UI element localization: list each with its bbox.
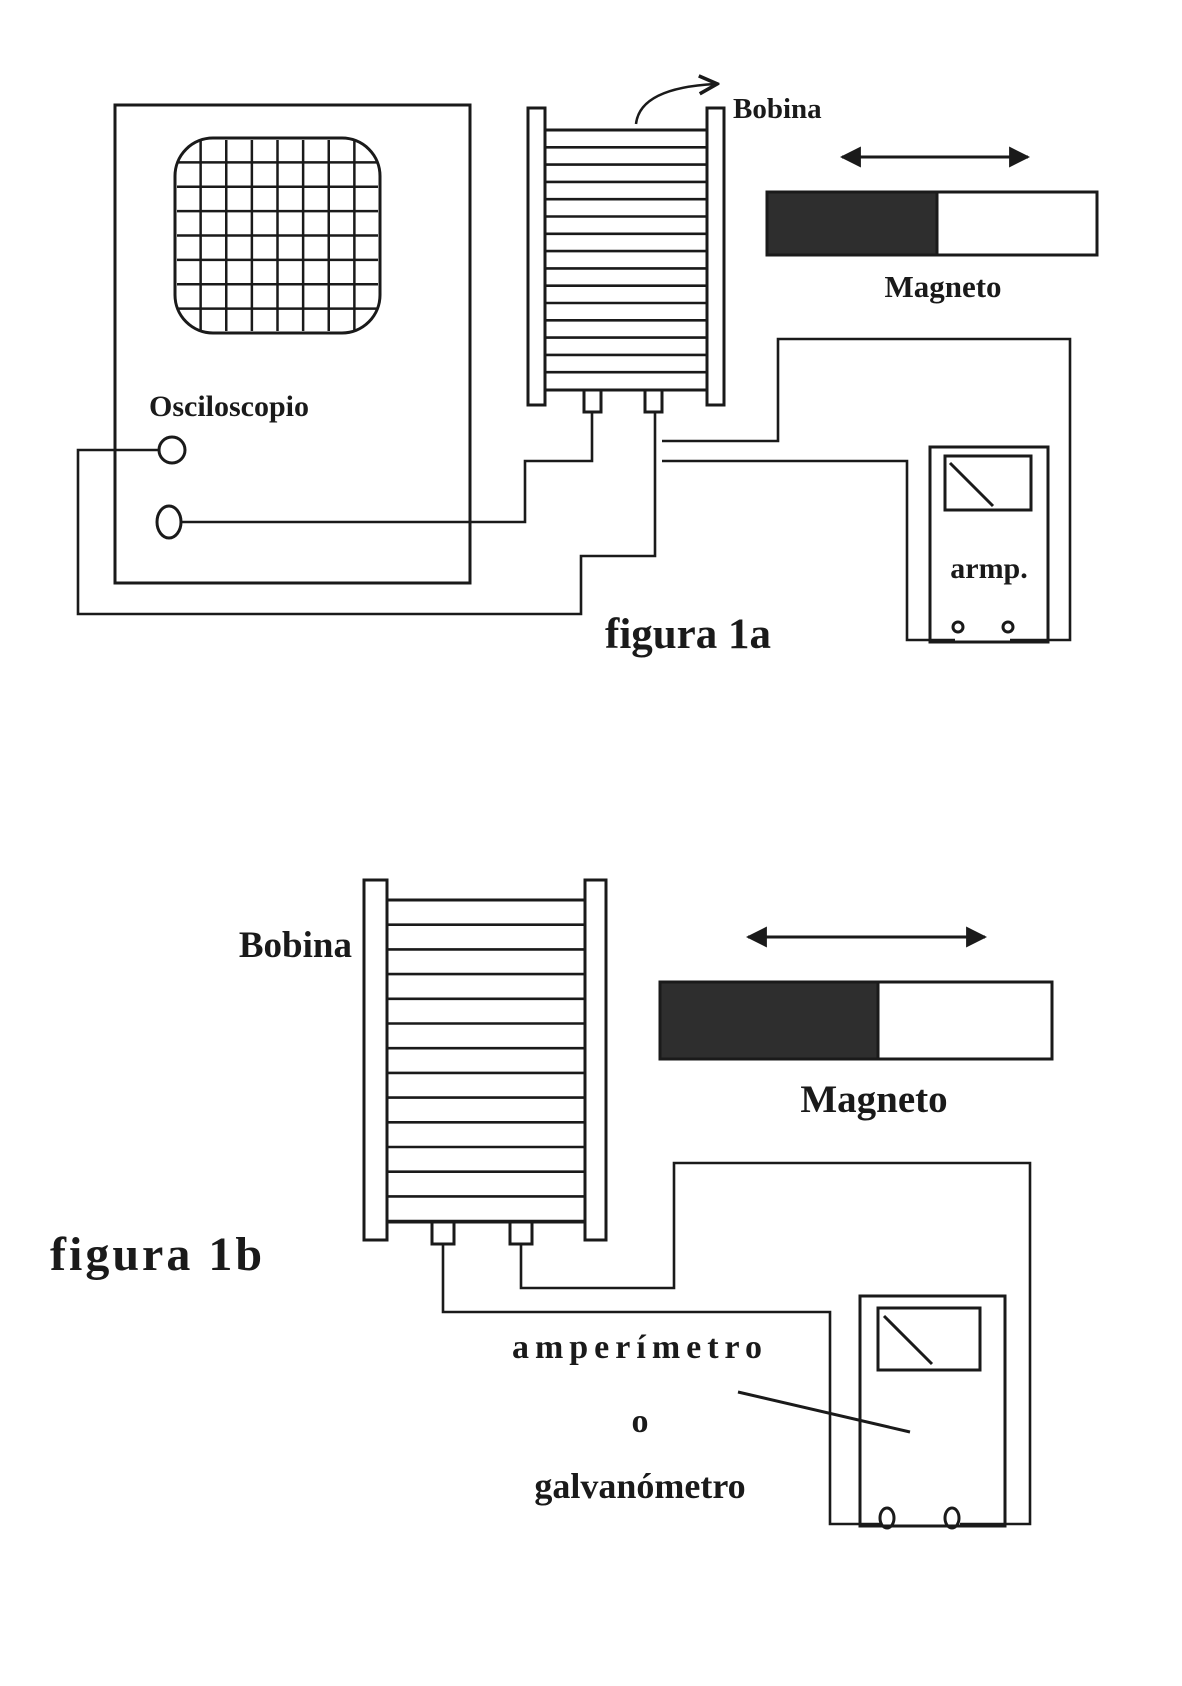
coil-windings xyxy=(387,923,585,1223)
magnet-1b xyxy=(658,926,1054,1061)
coil-windings xyxy=(545,146,707,374)
ammeter-terminal-left xyxy=(951,620,965,634)
coil-1b xyxy=(362,878,608,1246)
caption-1a: figura 1a xyxy=(605,611,771,658)
wires-1a xyxy=(76,337,1072,642)
wire-coil-to-ammeter-left xyxy=(662,459,955,642)
galvanometer-terminal-left xyxy=(878,1506,896,1530)
coil-flange-left xyxy=(362,878,389,1242)
ammeter-1a xyxy=(928,445,1050,644)
oscilloscope-label: Osciloscopio xyxy=(149,390,309,423)
magnet-dark-pole xyxy=(765,190,939,257)
oscilloscope xyxy=(113,103,472,585)
wire-coil-left-to-meter xyxy=(441,1244,880,1526)
coil-label-1b: Bobina xyxy=(239,925,352,966)
wire-coil-to-ammeter-right xyxy=(662,337,1072,642)
wire-coil-right-to-meter xyxy=(519,1161,1032,1526)
coil-flange-right xyxy=(583,878,608,1242)
wires-1b xyxy=(441,1161,1032,1526)
galvanometer-1b xyxy=(737,1294,1007,1530)
oscilloscope-terminal-top xyxy=(157,435,187,465)
galvanometer-body xyxy=(858,1294,1007,1528)
magnet-light-pole xyxy=(935,190,1099,257)
meter-label-line1: amperímetro xyxy=(512,1329,768,1366)
galvanometer-needle xyxy=(882,1314,934,1366)
coil-pointer-arrow xyxy=(634,84,715,125)
meter-label-line2: o xyxy=(632,1403,649,1440)
meter-label-line3: galvanómetro xyxy=(534,1466,745,1506)
figure-1a xyxy=(76,84,1099,644)
magnet-label-1b: Magneto xyxy=(800,1078,947,1121)
oscilloscope-body xyxy=(113,103,472,585)
galvanometer-dial xyxy=(876,1306,982,1372)
ammeter-terminal-right xyxy=(1001,620,1015,634)
figure-1b xyxy=(362,878,1054,1530)
oscilloscope-screen xyxy=(173,136,382,335)
ammeter-body xyxy=(928,445,1050,644)
galvanometer-label-pointer xyxy=(737,1390,911,1434)
ammeter-label-1a: armp. xyxy=(950,552,1028,585)
caption-1b: figura 1b xyxy=(50,1228,265,1281)
coil-terminal-right xyxy=(643,388,664,414)
wire-scope-top-to-coil xyxy=(76,412,657,616)
wire-scope-bottom-to-coil xyxy=(181,412,594,524)
oscilloscope-terminal-bottom xyxy=(155,504,183,540)
coil-flange-right xyxy=(705,106,726,407)
oscilloscope-screen-grid xyxy=(177,140,378,331)
magnet-label-1a: Magneto xyxy=(884,269,1001,304)
coil-1a xyxy=(526,84,726,414)
coil-terminal-left xyxy=(582,388,603,414)
galvanometer-terminal-right xyxy=(943,1506,961,1530)
coil-terminal-right xyxy=(508,1220,534,1246)
coil-terminal-left xyxy=(430,1220,456,1246)
magnet-dark-pole xyxy=(658,980,880,1061)
ammeter-needle xyxy=(948,461,995,508)
magnet-light-pole xyxy=(876,980,1054,1061)
ammeter-dial xyxy=(943,454,1033,512)
magnet-1a xyxy=(765,146,1099,257)
coil-flange-left xyxy=(526,106,547,407)
coil-label-1a: Bobina xyxy=(733,93,822,125)
